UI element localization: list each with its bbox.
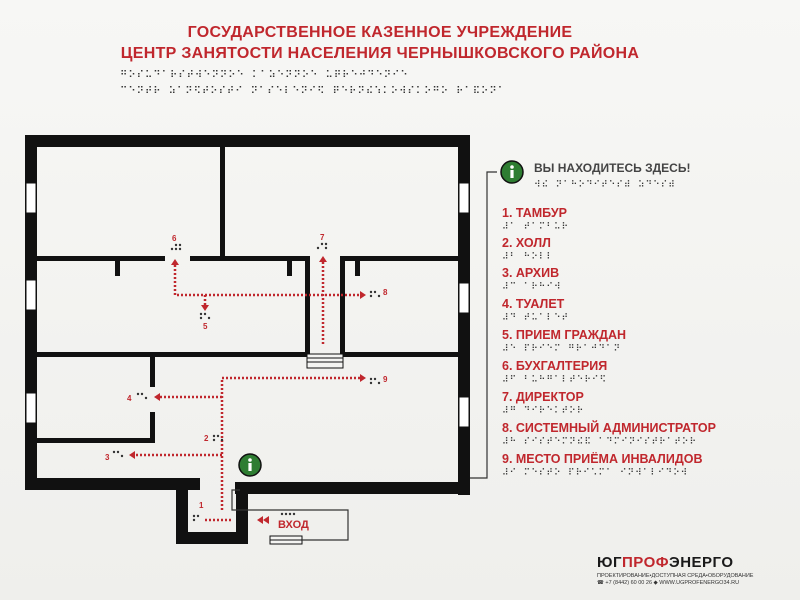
tactile-route <box>135 262 360 522</box>
header-braille-1: ⠛⠕⠎⠥⠙⠁⠗⠎⠞⠺⠑⠝⠝⠕⠑ ⠅⠁⠵⠑⠝⠝⠕⠑ ⠥⠟⠗⠑⠚⠙⠑⠝⠊⠑ <box>120 70 409 81</box>
room-number-4: 4 <box>127 394 132 403</box>
legend-braille-1: ⠼⠁ ⠞⠁⠍⠃⠥⠗ <box>502 222 570 232</box>
room-markers: 1 2 3 4 5 6 7 8 9 <box>105 233 388 510</box>
windows <box>25 182 470 428</box>
room-number-9: 9 <box>383 375 388 384</box>
legend-braille-9: ⠼⠊ ⠍⠑⠎⠞⠕ ⠏⠗⠊⠡⠍⠁ ⠊⠝⠺⠁⠇⠊⠙⠕⠺ <box>502 468 689 478</box>
legend-braille-8: ⠼⠓ ⠎⠊⠎⠞⠑⠍⠝⠮⠯ ⠁⠙⠍⠊⠝⠊⠎⠞⠗⠁⠞⠕⠗ <box>502 437 698 447</box>
logo-tagline: ПРОЕКТИРОВАНИЕ•ДОСТУПНАЯ СРЕДА•ОБОРУДОВА… <box>597 573 754 579</box>
logo-brand-c: ЭНЕРГО <box>669 554 734 571</box>
legend-braille-6: ⠼⠋ ⠃⠥⠓⠛⠁⠇⠞⠑⠗⠊⠫ <box>502 375 608 385</box>
legend-braille-7: ⠼⠛ ⠙⠊⠗⠑⠅⠞⠕⠗ <box>502 406 585 416</box>
interior-walls <box>37 145 460 443</box>
legend-item-5: 5. ПРИЕМ ГРАЖДАН <box>502 328 627 342</box>
logo-brand-b: ПРОФ <box>621 554 670 571</box>
header-line-1: ГОСУДАРСТВЕННОЕ КАЗЕННОЕ УЧРЕЖДЕНИЕ <box>187 24 573 41</box>
legend-item-6: 6. БУХГАЛТЕРИЯ <box>502 359 608 373</box>
legend-item-3: 3. АРХИВ <box>502 266 560 280</box>
logo-contacts: ☎ +7 (8442) 60 00 26 ◆ WWW.UGPROFENERGO3… <box>597 580 740 586</box>
legend-braille-3: ⠼⠉ ⠁⠗⠓⠊⠺ <box>502 282 562 292</box>
logo-brand-a: ЮГ <box>597 554 622 571</box>
header-braille-2: ⠉⠑⠝⠞⠗ ⠵⠁⠝⠫⠞⠕⠎⠞⠊ ⠝⠁⠎⠑⠇⠑⠝⠊⠫ ⠟⠑⠗⠝⠮⠱⠅⠕⠺⠎⠅⠕⠛⠕… <box>120 86 507 97</box>
room-number-8: 8 <box>383 288 388 297</box>
braille-dots <box>112 242 381 522</box>
legend-braille-5: ⠼⠑ ⠏⠗⠊⠑⠍ ⠛⠗⠁⠚⠙⠁⠝ <box>502 344 622 354</box>
legend-braille-4: ⠼⠙ ⠞⠥⠁⠇⠑⠞ <box>502 313 570 323</box>
legend-item-2: 2. ХОЛЛ <box>502 236 551 250</box>
company-logo: ЮГПРОФЭНЕРГО <box>597 554 734 571</box>
info-icon <box>238 453 262 477</box>
room-number-5: 5 <box>203 322 208 331</box>
entrance-label: ВХОД <box>278 519 309 531</box>
header-line-2: ЦЕНТР ЗАНЯТОСТИ НАСЕЛЕНИЯ ЧЕРНЫШКОВСКОГО… <box>120 45 640 62</box>
legend-item-7: 7. ДИРЕКТОР <box>502 390 584 404</box>
room-number-1: 1 <box>199 501 204 510</box>
legend-item-8: 8. СИСТЕМНЫЙ АДМИНИСТРАТОР <box>502 421 716 435</box>
room-number-7: 7 <box>320 233 325 242</box>
room-number-3: 3 <box>105 453 110 462</box>
room-number-2: 2 <box>204 434 209 443</box>
legend-item-4: 4. ТУАЛЕТ <box>502 297 565 311</box>
legend-info-icon <box>500 160 524 184</box>
legend-item-9: 9. МЕСТО ПРИЁМА ИНВАЛИДОВ <box>502 452 703 466</box>
you-are-here-pointer <box>231 171 497 541</box>
you-are-here-braille: ⠺⠮ ⠝⠁⠓⠕⠙⠊⠞⠑⠎⠾ ⠵⠙⠑⠎⠾ <box>534 180 676 190</box>
legend-item-1: 1. ТАМБУР <box>502 206 567 220</box>
legend-braille-2: ⠼⠃ ⠓⠕⠇⠇ <box>502 252 554 262</box>
you-are-here-title: ВЫ НАХОДИТЕСЬ ЗДЕСЬ! <box>534 161 691 175</box>
outer-walls <box>25 135 470 544</box>
room-number-6: 6 <box>172 234 177 243</box>
route-arrowheads <box>129 256 366 524</box>
stairs <box>269 353 344 545</box>
